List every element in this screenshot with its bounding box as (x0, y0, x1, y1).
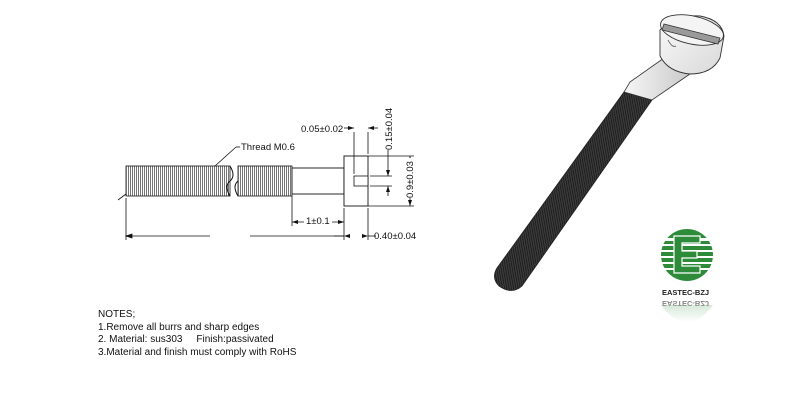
head-thickness-dimension: 0.40±0.04 (334, 208, 416, 242)
eastec-logo: EASTEC-BZJ EASTEC-BZJ (661, 229, 713, 323)
note-line-2: 2. Material: sus303 Finish:passivated (98, 334, 274, 345)
screw-slot (353, 175, 369, 187)
slot-width-dimension: 0.05±0.02 (301, 124, 378, 174)
dim-head-diameter: 0.9±0.03 (405, 161, 416, 198)
dim-slot-depth: 0.15±0.04 (384, 108, 395, 150)
screw-3d-threaded-shank (494, 91, 653, 291)
head-diameter-dimension: 0.9±0.03 (368, 155, 416, 207)
dim-head-length: 1±0.1 (306, 216, 330, 227)
svg-text:EASTEC-BZJ: EASTEC-BZJ (662, 299, 709, 308)
thread-callout: Thread M0.6 (214, 142, 295, 167)
head-length-dimension: 1±0.1 (291, 196, 344, 227)
logo-reflection: EASTEC-BZJ (661, 299, 713, 323)
thread-label: Thread M0.6 (241, 142, 295, 153)
screw-3d-slot (661, 23, 721, 45)
thread-section-left (125, 165, 231, 197)
overall-length-dimension (124, 198, 345, 240)
note-line-1: 1.Remove all burrs and sharp edges (98, 321, 260, 333)
note-line-3: 3.Material and finish must comply with R… (98, 346, 297, 358)
screw-neck (291, 167, 345, 195)
slot-depth-dimension: 0.15±0.04 (370, 108, 395, 196)
notes-block: NOTES; 1.Remove all burrs and sharp edge… (98, 309, 296, 359)
screw-3d-render (494, 14, 725, 291)
notes-title: NOTES; (98, 309, 136, 320)
screw-side-view (117, 155, 369, 207)
dim-slot-width: 0.05±0.02 (301, 124, 343, 135)
logo-text: EASTEC-BZJ (662, 288, 709, 297)
dim-head-thickness: 0.40±0.04 (374, 231, 416, 242)
thread-section-right (237, 165, 293, 197)
